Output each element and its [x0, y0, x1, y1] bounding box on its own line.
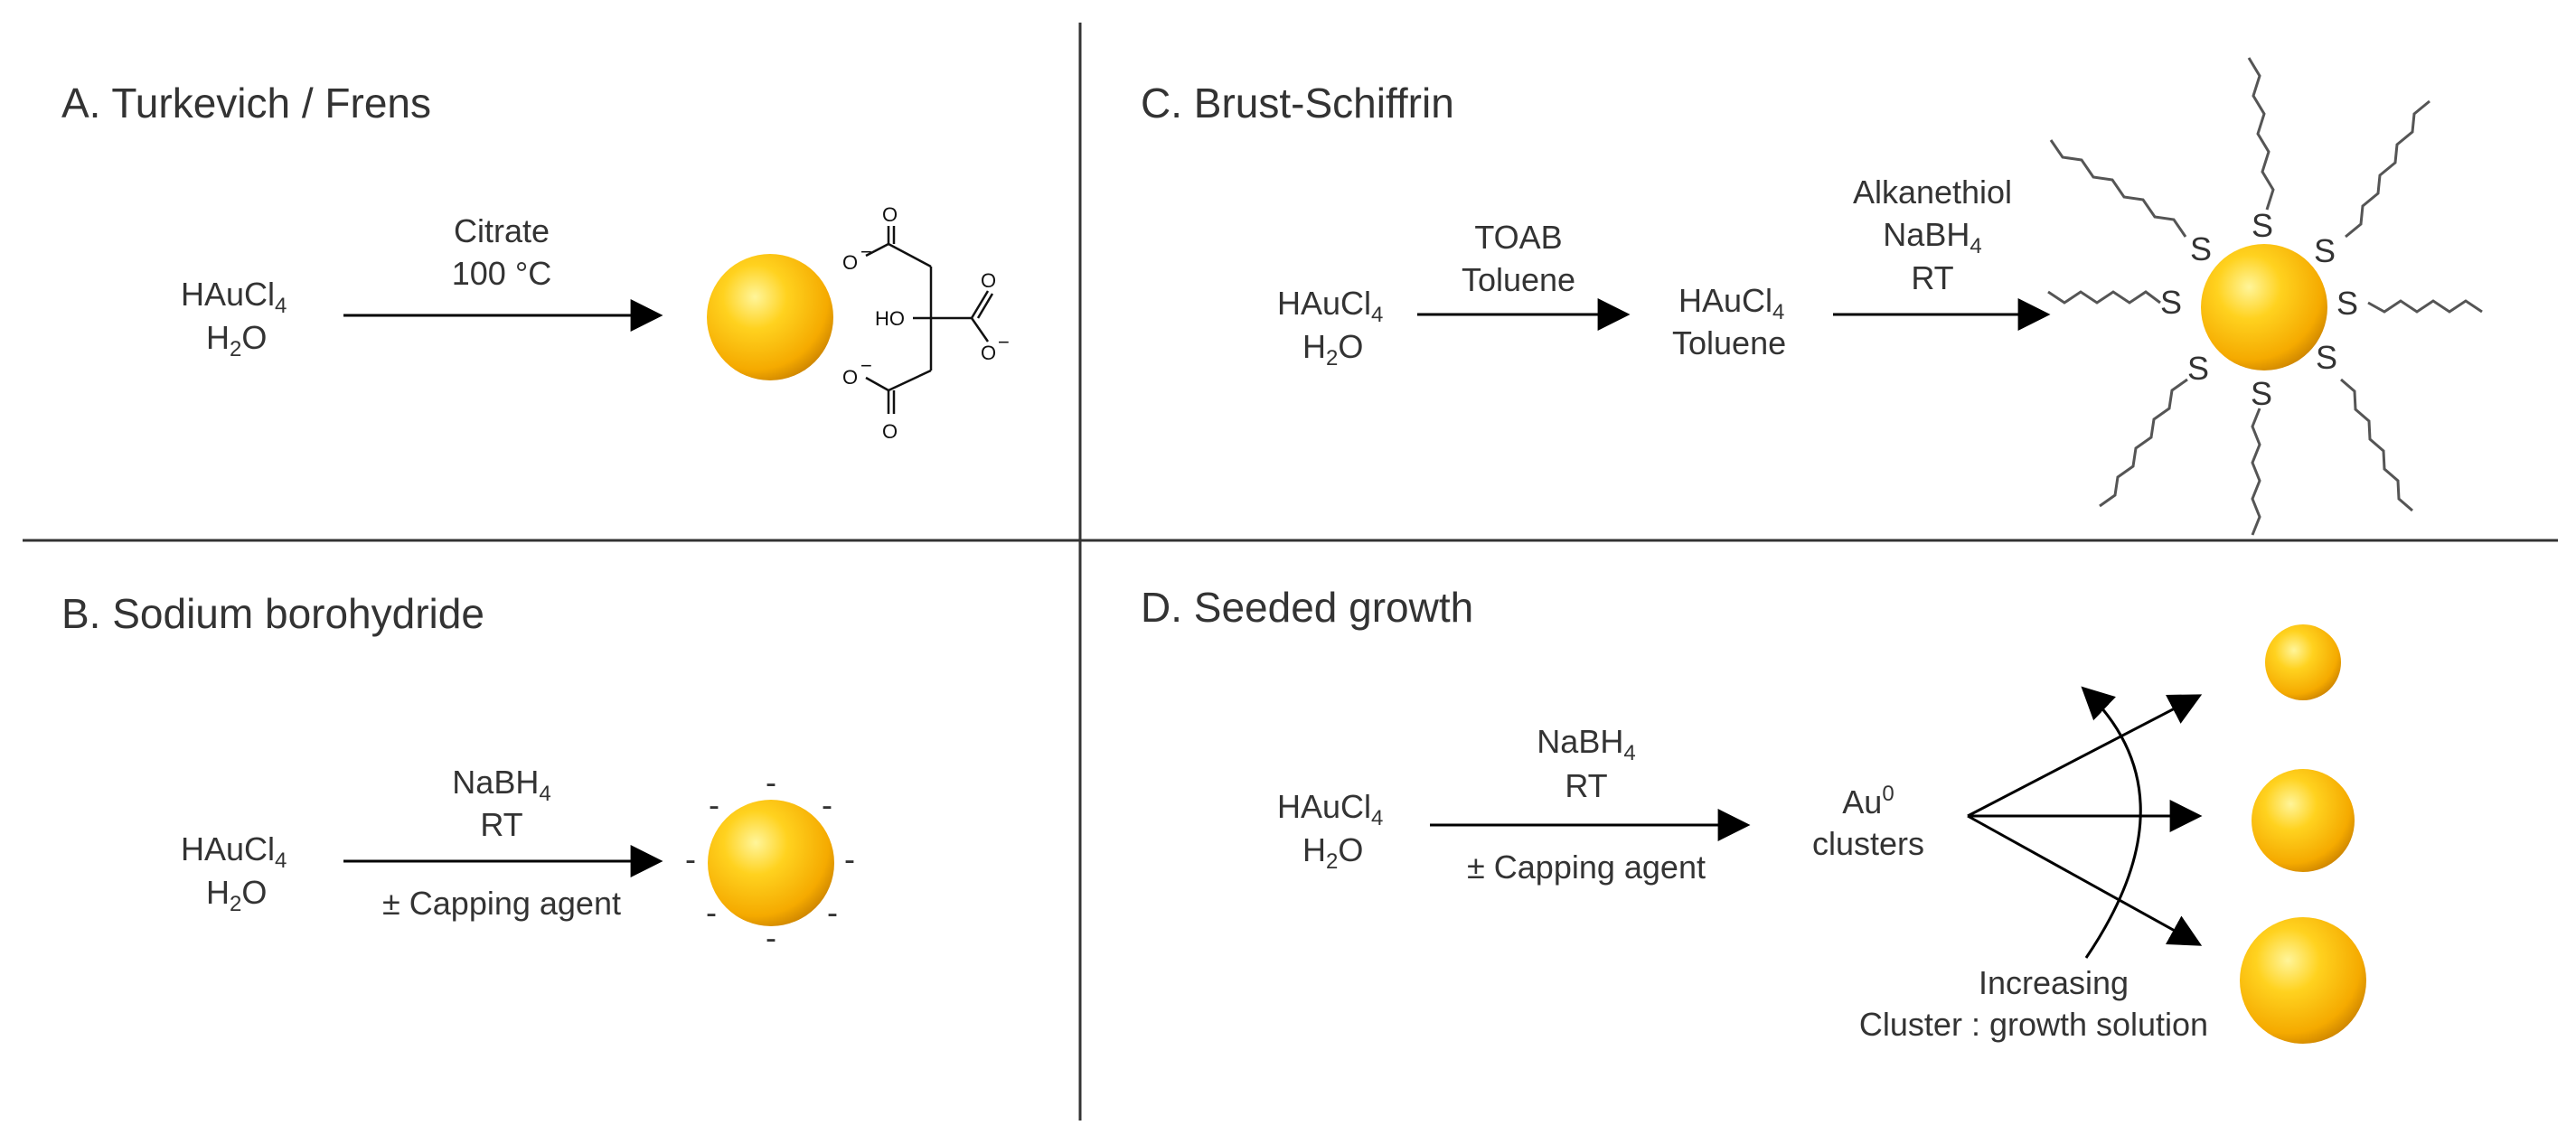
- increasing-ratio-arc: [2081, 686, 2142, 959]
- alkanethiol-chains: [2047, 57, 2483, 536]
- panel-c-arrow2-label-alkanethiol: Alkanethiol: [1853, 173, 2012, 211]
- panel-c-arrow2-label-rt: RT: [1911, 259, 1953, 296]
- citrate-charge-top: −: [860, 240, 872, 263]
- panel-d-reactant-line1: HAuCl4: [1277, 788, 1383, 830]
- gold-nanoparticle-charged: [708, 800, 834, 926]
- charge-bottom-right: -: [827, 894, 838, 931]
- sulfur-top-right: S: [2314, 232, 2336, 269]
- gold-nanoparticle: [707, 254, 833, 380]
- gold-nanoparticle-medium: [2252, 769, 2355, 872]
- sulfur-bottom: S: [2251, 375, 2272, 412]
- chain-bottom-left: [2099, 378, 2188, 508]
- panel-a-title: A. Turkevich / Frens: [61, 80, 431, 127]
- panel-b-arrow-label-capping: ± Capping agent: [382, 885, 621, 922]
- sulfur-top: S: [2252, 207, 2273, 244]
- charge-top-left: -: [709, 786, 719, 823]
- panel-b-reactant-line2: H2O: [206, 874, 267, 916]
- sulfur-atoms: S S S S S S S S: [2160, 207, 2358, 412]
- panel-d-clusters-line1: Au0: [1842, 782, 1894, 820]
- growth-arrow-small: [1967, 694, 2203, 818]
- charge-right: -: [844, 840, 855, 877]
- panel-c-intermediate-line2: Toluene: [1672, 324, 1786, 361]
- citrate-ho: HO: [875, 307, 905, 330]
- chain-top-left: [2049, 139, 2187, 238]
- citrate-o-minus-bottom: O: [842, 366, 858, 389]
- gold-nanoparticle-large: [2240, 917, 2366, 1044]
- negative-charges: - - - - - - - -: [685, 764, 855, 956]
- citrate-molecule: [865, 226, 994, 414]
- chain-right: [2367, 299, 2483, 314]
- panel-b: B. Sodium borohydride HAuCl4 H2O NaBH4 R…: [61, 590, 855, 956]
- charge-top: -: [766, 764, 776, 801]
- panel-a-reactant-line1: HAuCl4: [181, 276, 287, 318]
- charge-top-right: -: [822, 786, 832, 823]
- panel-c: C. Brust-Schiffrin HAuCl4 H2O TOAB Tolue…: [1141, 57, 2483, 536]
- gold-nanoparticle-thiolated: [2201, 244, 2327, 370]
- panel-c-arrow1-label-toab: TOAB: [1474, 219, 1562, 256]
- panel-d-increasing-label: Increasing: [1979, 964, 2129, 1001]
- chain-left: [2047, 290, 2161, 305]
- growth-arrow-large: [1967, 814, 2203, 946]
- panel-b-reactant-line1: HAuCl4: [181, 830, 287, 873]
- chain-bottom-right: [2340, 378, 2413, 512]
- citrate-o-top: O: [882, 203, 898, 226]
- panel-d-arrow-label-nabh4: NaBH4: [1537, 723, 1635, 765]
- chain-top: [2247, 57, 2275, 211]
- panel-d-reactant-line2: H2O: [1302, 831, 1363, 874]
- panel-d-clusters-line2: clusters: [1812, 825, 1924, 862]
- citrate-charge-bottom: −: [860, 354, 872, 377]
- sulfur-bottom-left: S: [2187, 350, 2209, 387]
- panel-a: A. Turkevich / Frens HAuCl4 H2O Citrate …: [61, 80, 1010, 443]
- panel-c-intermediate-line1: HAuCl4: [1678, 282, 1784, 324]
- panel-d-arrow-label-rt: RT: [1565, 767, 1607, 804]
- citrate-o-right-top: O: [981, 269, 996, 292]
- charge-bottom: -: [766, 919, 776, 956]
- sulfur-top-left: S: [2190, 230, 2212, 267]
- panel-a-reactant-line2: H2O: [206, 319, 267, 361]
- panel-d-ratio-label: Cluster : growth solution: [1859, 1006, 2208, 1043]
- panel-c-title: C. Brust-Schiffrin: [1141, 80, 1454, 127]
- panel-b-arrow-label-nabh4: NaBH4: [452, 764, 550, 806]
- citrate-charge-right: −: [998, 331, 1010, 353]
- panel-a-arrow-label-temperature: 100 °C: [452, 255, 551, 292]
- sulfur-bottom-right: S: [2316, 339, 2337, 376]
- charge-left: -: [685, 840, 696, 877]
- citrate-atom-labels: O O − O O − HO O O −: [842, 203, 1010, 443]
- gold-nanoparticle-small: [2265, 624, 2341, 700]
- panel-b-arrow-label-rt: RT: [480, 806, 522, 843]
- panel-c-arrow1-label-toluene: Toluene: [1462, 261, 1575, 298]
- citrate-o-bottom: O: [882, 420, 898, 443]
- panel-d-arrow-label-capping: ± Capping agent: [1467, 849, 1706, 886]
- citrate-o-minus-right: O: [981, 342, 996, 364]
- panel-c-reactant-line2: H2O: [1302, 328, 1363, 370]
- panel-b-title: B. Sodium borohydride: [61, 590, 484, 637]
- panel-a-arrow-label-citrate: Citrate: [454, 212, 550, 249]
- citrate-o-minus-top: O: [842, 251, 858, 274]
- panel-d: D. Seeded growth HAuCl4 H2O NaBH4 RT ± C…: [1141, 584, 2366, 1044]
- sulfur-left: S: [2160, 284, 2182, 321]
- charge-bottom-left: -: [706, 894, 717, 931]
- chain-bottom: [2251, 408, 2261, 536]
- panel-d-title: D. Seeded growth: [1141, 584, 1473, 631]
- panel-c-reactant-line1: HAuCl4: [1277, 285, 1383, 327]
- sulfur-right: S: [2336, 285, 2358, 322]
- chain-top-right: [2345, 99, 2430, 239]
- panel-c-arrow2-label-nabh4: NaBH4: [1883, 216, 1981, 258]
